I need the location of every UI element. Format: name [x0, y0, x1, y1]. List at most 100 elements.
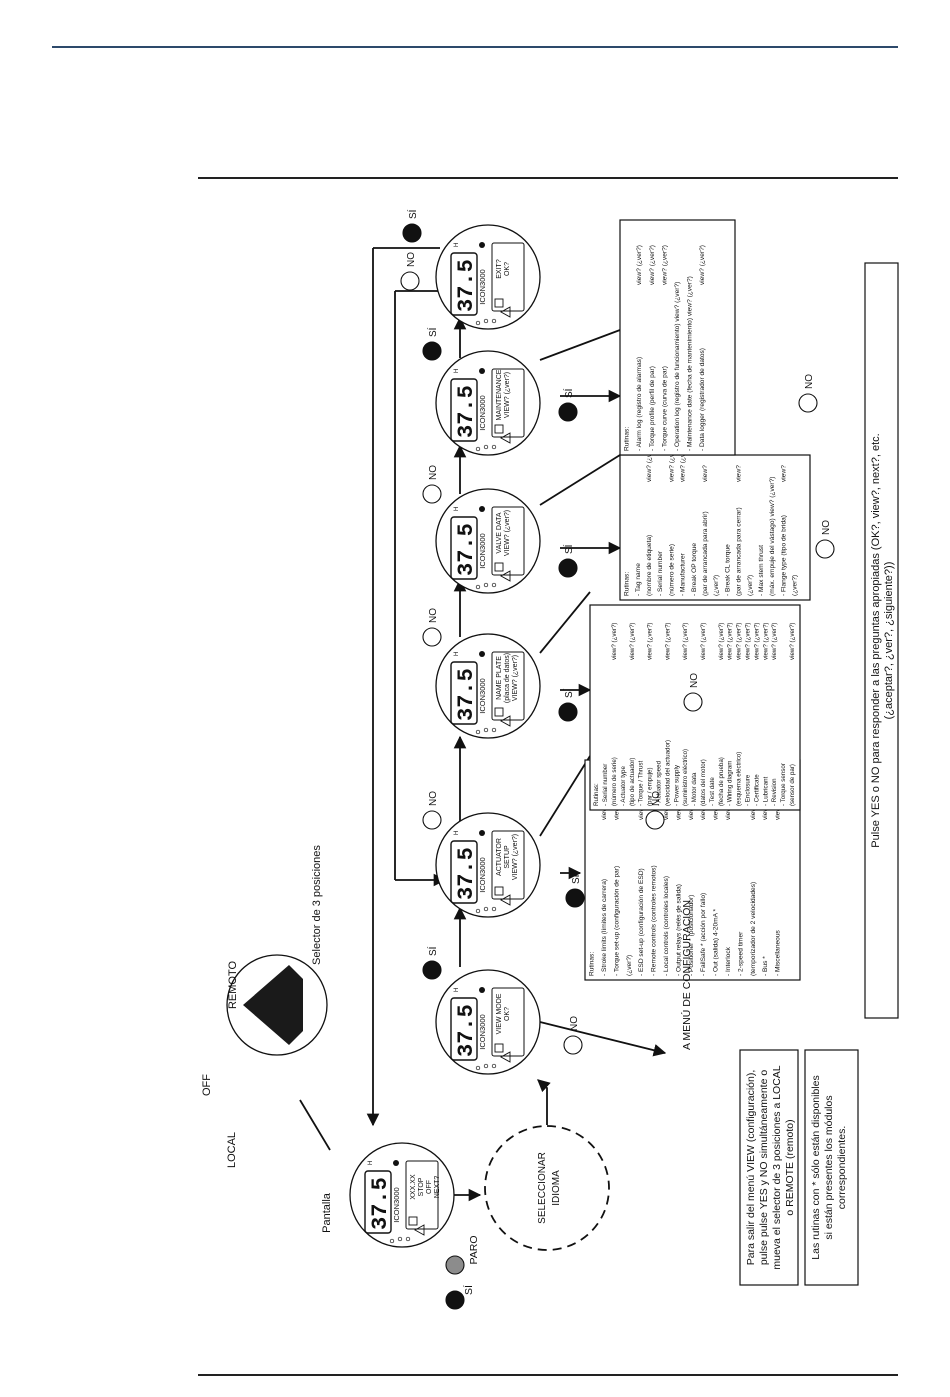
routine-item: (número de serie) — [611, 757, 618, 806]
routine-item: - Manufacturer — [680, 552, 687, 596]
exit-display-lcd — [450, 252, 478, 316]
exit-note-box-frame — [739, 1049, 799, 1286]
indicator-led — [405, 1236, 411, 1242]
nameplate-display-message-window — [491, 651, 525, 721]
valve-display-message-line: VALVE DATA — [496, 512, 503, 553]
indicator-led — [491, 582, 497, 588]
indicator-led — [491, 727, 497, 733]
no-button-valve-routines-label: NO — [821, 520, 832, 535]
exit-display-h-mark: H — [454, 243, 460, 247]
yes-button-maintenance-routines-dot — [558, 402, 578, 422]
yes-button-maintenance[interactable]: SÍ — [422, 327, 442, 361]
main-display-value: 37.5 — [368, 1177, 393, 1230]
no-button-exit[interactable]: NO — [400, 252, 420, 291]
main-display-message-line: OFF — [426, 1180, 433, 1194]
exit-note-box-line: mueva el selector de 3 posiciones a LOCA… — [771, 1065, 783, 1269]
routine-item: - Power supply — [673, 764, 680, 806]
routine-item: (¿ver?) — [747, 575, 754, 596]
yes-button-main-dot — [445, 1290, 465, 1310]
no-button-actuator-routines[interactable]: NO — [645, 791, 665, 830]
nameplate-display-message-line: (placa de datos) — [504, 653, 511, 703]
no-button-viewmode-label: NO — [569, 1016, 580, 1031]
yes-button-maintenance-routines[interactable]: SÍ — [558, 388, 578, 422]
routine-view-prompt: view? (¿ver?) — [668, 442, 675, 482]
warning-icon — [500, 894, 511, 906]
viewmode-display-value: 37.5 — [454, 1004, 479, 1057]
no-button-valve-dot — [422, 484, 442, 504]
check-icon — [494, 707, 504, 717]
no-button-viewmode[interactable]: NO — [563, 1016, 583, 1055]
routine-view-prompt: view? (¿ver?) — [718, 623, 725, 660]
selector-to-display-line — [299, 1099, 331, 1151]
routine-view-prompt: view? (¿ver?) — [682, 623, 689, 660]
no-button-maintenance-routines[interactable]: NO — [798, 374, 818, 413]
indicator-led — [483, 727, 489, 733]
valve-routines-box: Rutinas:- Tag name(nombre de etiqueta)vi… — [619, 442, 811, 601]
nameplate-display-message-line: NAME PLATE — [496, 656, 503, 700]
gear-icon — [393, 1160, 399, 1166]
routine-item: (esquema eléctrico) — [736, 752, 743, 806]
warning-icon — [500, 432, 511, 444]
three-position-selector[interactable] — [226, 954, 328, 1056]
yes-button-valve-dot — [558, 558, 578, 578]
yes-button-viewmode[interactable]: SÍ — [422, 946, 442, 980]
no-button-maintenance-routines-dot — [798, 393, 818, 413]
asterisk-note-box-frame — [804, 1049, 859, 1286]
nameplate-display-lcd — [450, 661, 478, 725]
gear-icon — [479, 651, 485, 657]
no-button-exit-label: NO — [406, 252, 417, 267]
config-menu-label: A MENÚ DE CONFIGURACIÓN — [680, 900, 693, 1050]
yes-button-actuator[interactable]: SÍ — [565, 874, 585, 908]
routine-item: - Wiring diagram — [727, 761, 734, 806]
routine-item: - Tag name — [635, 563, 642, 596]
routine-item: (¿ver?) — [626, 955, 633, 976]
exit-display-message-window — [491, 242, 525, 312]
language-label: SELECCIONAR — [537, 1152, 548, 1224]
yes-button-main[interactable] — [445, 1290, 465, 1310]
yes-button-valve[interactable]: SÍ — [558, 544, 578, 578]
warning-icon — [500, 570, 511, 582]
exit-display-model: ICON3000 — [478, 269, 487, 304]
press-note-box-line: Pulse YES o NO para responder a las preg… — [870, 433, 882, 847]
exit-note-box-line: pulse pulse YES y NO simultáneamente o — [758, 1070, 770, 1265]
no-button-actuator[interactable]: NO — [422, 791, 442, 830]
routine-item: (temporizador de 2 velocidades) — [750, 882, 757, 976]
indicator-led — [491, 318, 497, 324]
no-button-valve-routines[interactable]: NO — [815, 520, 835, 559]
routine-item: - FailSafe * (acción por fallo) — [700, 893, 707, 976]
pantalla-label: Pantalla — [321, 1192, 333, 1233]
viewmode-display-h-mark: H — [454, 988, 460, 992]
yes-button-exit-dot — [402, 223, 422, 243]
routine-item: - Revision — [771, 778, 778, 806]
si-label-main: SÍ — [462, 1285, 475, 1295]
viewmode-display-message-line: OK? — [504, 1007, 511, 1021]
bottom-rule — [198, 1374, 898, 1376]
asterisk-note-box: Las rutinas con * sólo están disponibles… — [804, 1049, 859, 1286]
routine-view-prompt: view? (¿ver?) — [762, 623, 769, 660]
remoto-label: REMOTO — [227, 961, 239, 1010]
local-label: LOCAL — [226, 1132, 238, 1168]
no-button-nameplate-routines[interactable]: NO — [683, 673, 703, 712]
routine-item: - Torque / Thrust — [638, 761, 645, 806]
main-display-h-mark: H — [368, 1161, 374, 1165]
routine-view-prompt: view? (¿ver?) — [727, 623, 734, 660]
indicator-led — [475, 584, 481, 590]
press-note-box-line: (¿aceptar?, ¿ver?, ¿siguiente?)) — [883, 562, 895, 720]
no-button-valve[interactable]: NO — [422, 465, 442, 504]
routine-view-prompt: view? (¿ver?) — [736, 623, 743, 660]
yes-button-exit[interactable]: SÍ — [402, 209, 422, 243]
paro-button[interactable] — [445, 1255, 465, 1275]
indicator-led — [475, 729, 481, 735]
routine-view-prompt: view? (¿ver?) — [753, 623, 760, 660]
no-button-nameplate[interactable]: NO — [422, 608, 442, 647]
yes-button-nameplate[interactable]: SÍ — [558, 688, 578, 722]
routine-view-prompt: view? (¿ver?) — [700, 623, 707, 660]
